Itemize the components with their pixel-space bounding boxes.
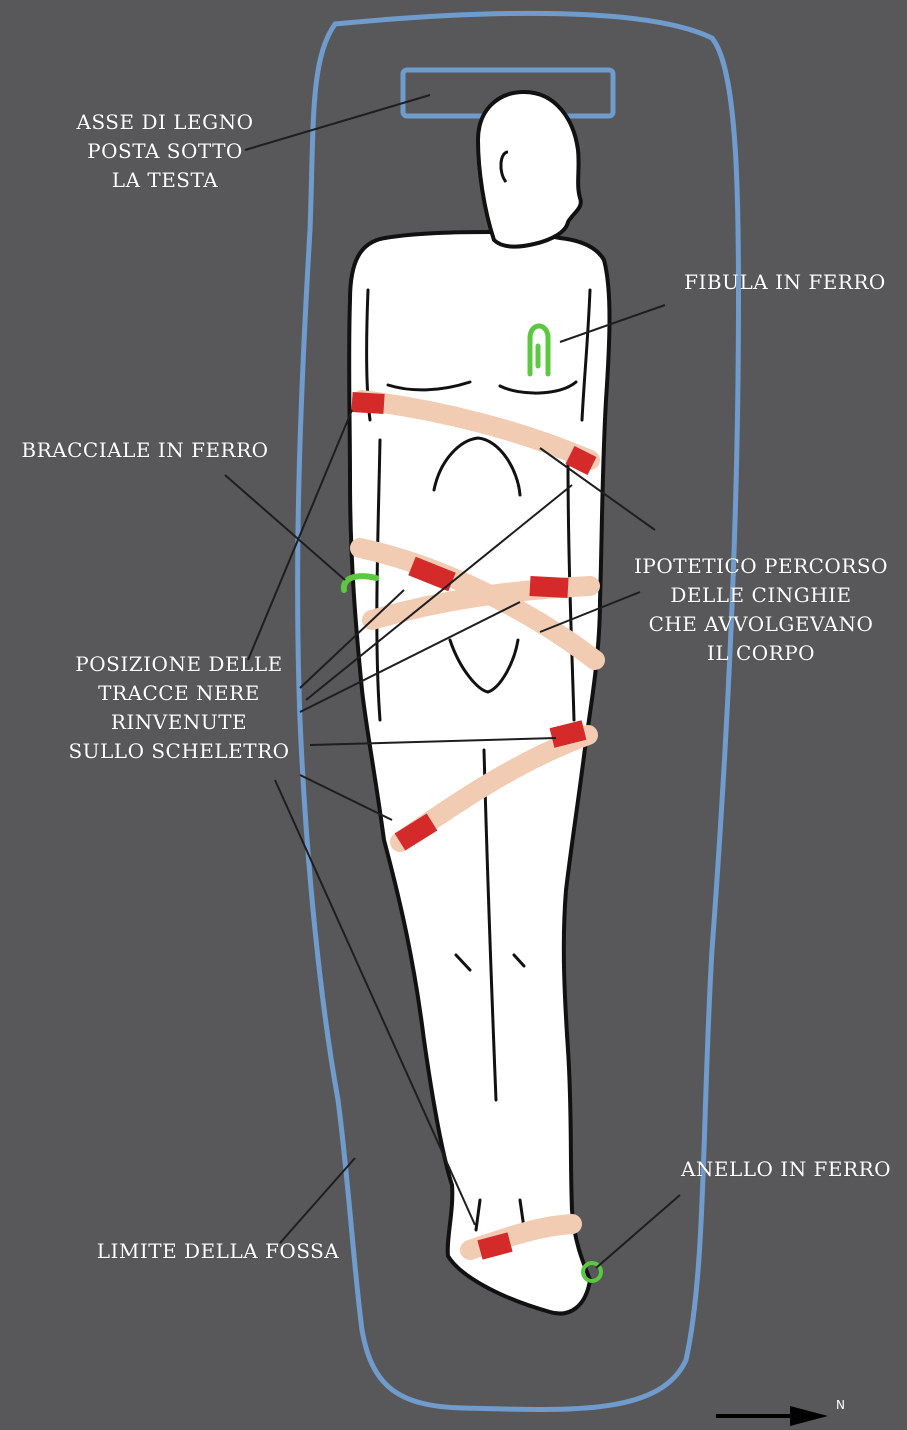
label-black-traces: POSIZIONE DELLE TRACCE NERE RINVENUTE SU… — [48, 650, 310, 766]
label-iron-ring: ANELLO IN FERRO — [668, 1155, 904, 1184]
head — [478, 92, 581, 247]
north-arrow — [716, 1406, 828, 1426]
label-pit-boundary: LIMITE DELLA FOSSA — [78, 1237, 358, 1266]
label-hypothetical-straps: IPOTETICO PERCORSO DELLE CINGHIE CHE AVV… — [618, 552, 904, 668]
label-bracelet: BRACCIALE IN FERRO — [5, 436, 285, 465]
label-fibula: FIBULA IN FERRO — [670, 268, 900, 297]
label-wooden-plank: ASSE DI LEGNO POSTA SOTTO LA TESTA — [60, 108, 270, 195]
north-label: N — [836, 1398, 845, 1412]
